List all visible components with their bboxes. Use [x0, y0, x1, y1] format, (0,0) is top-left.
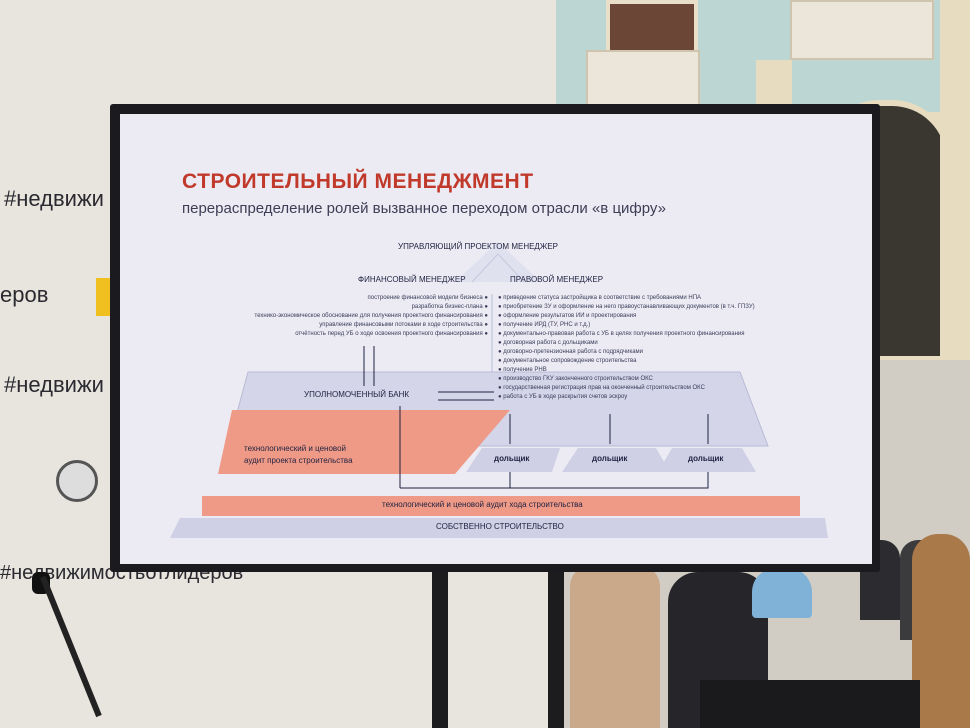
- legal-task-list: ● приведение статуса застройщика в соотв…: [498, 294, 798, 402]
- shareholder-loop: [509, 472, 709, 489]
- person-blue: [752, 568, 812, 618]
- pyramid-diagram: [170, 242, 828, 538]
- legal-task: ● получение РНВ: [498, 367, 547, 373]
- finance-task: отчётность перед УБ о ходе освоения прое…: [295, 331, 488, 337]
- audit-project-label-2: аудит проекта строительства: [244, 456, 353, 465]
- legal-task: ● производство ГКУ законченного строител…: [498, 376, 653, 382]
- tv-stand-right: [548, 566, 564, 728]
- legal-task: ● приведение статуса застройщика в соотв…: [498, 295, 702, 301]
- tv-stand-left: [432, 566, 448, 728]
- top-manager-label: УПРАВЛЯЮЩИЙ ПРОЕКТОМ МЕНЕДЖЕР: [398, 242, 558, 251]
- pyramid-top-edge-right: [497, 253, 525, 283]
- person-brown-jacket: [912, 534, 970, 728]
- globe-logo-icon: [56, 460, 98, 502]
- hashtag-banner-3: #недвижи: [4, 372, 104, 397]
- finance-task: технико-экономическое обоснование для по…: [254, 313, 488, 319]
- chairs-row: [700, 680, 920, 728]
- legal-task: ● приобретение ЗУ и оформление на него п…: [498, 304, 755, 310]
- finance-task-list: построение финансовой модели бизнеса ● р…: [200, 294, 488, 339]
- legal-task: ● получение ИРД (ТУ, РНС и т.д.): [498, 322, 591, 328]
- slide-title: СТРОИТЕЛЬНЫЙ МЕНЕДЖМЕНТ: [182, 170, 534, 193]
- balcony-2: [790, 0, 934, 60]
- shareholder-label-3: дольщик: [688, 454, 724, 463]
- audit-progress-label: технологический и ценовой аудит хода стр…: [382, 500, 583, 509]
- legal-task: ● договорно-претензионная работа с подря…: [498, 349, 644, 355]
- shareholder-box-2: [562, 448, 670, 472]
- shareholder-label-2: дольщик: [592, 454, 628, 463]
- shareholder-box-3: [658, 448, 756, 472]
- audit-project-label-1: технологический и ценовой: [244, 444, 346, 453]
- person-coat: [570, 566, 660, 728]
- event-logo-icon: [96, 278, 110, 316]
- shareholder-box-1: [466, 448, 560, 472]
- balcony-1: [586, 50, 700, 110]
- hashtag-banner-1: #недвижи: [4, 186, 104, 211]
- legal-manager-label: ПРАВОВОЙ МЕНЕДЖЕР: [510, 275, 604, 284]
- finance-task: разработка бизнес-плана ●: [411, 304, 488, 310]
- legal-task: ● государственная регистрация прав на ок…: [498, 385, 705, 391]
- legal-task: ● договорная работа с дольщиками: [498, 340, 598, 346]
- slide-subtitle: перераспределение ролей вызванное перехо…: [182, 200, 666, 217]
- construction-label: СОБСТВЕННО СТРОИТЕЛЬСТВО: [436, 522, 564, 531]
- legal-task: ● работа с УБ в ходе раскрытия счетов эс…: [498, 394, 628, 400]
- finance-task: построение финансовой модели бизнеса ●: [367, 295, 488, 301]
- construction-band: [170, 518, 828, 538]
- finance-manager-label: ФИНАНСОВЫЙ МЕНЕДЖЕР: [358, 275, 466, 284]
- legal-task: ● документально-правовая работа с УБ в ц…: [498, 331, 745, 337]
- shareholder-label-1: дольщик: [494, 454, 530, 463]
- pyramid-top-edge-left: [471, 253, 499, 283]
- audit-progress-band: [202, 496, 800, 516]
- hashtag-banner-2: еров: [0, 282, 49, 307]
- bank-label: УПОЛНОМОЧЕННЫЙ БАНК: [304, 390, 410, 399]
- legal-task: ● документальное сопровождение строитель…: [498, 358, 637, 364]
- audit-project-band: [218, 410, 510, 474]
- finance-task: управление финансовыми потоками в ходе с…: [319, 322, 488, 328]
- presentation-slide: СТРОИТЕЛЬНЫЙ МЕНЕДЖМЕНТ перераспределени…: [120, 114, 872, 564]
- building-pillar-2: [940, 0, 970, 360]
- pyramid-top: [455, 242, 541, 282]
- legal-task: ● оформление результатов ИИ и проектиров…: [498, 313, 637, 319]
